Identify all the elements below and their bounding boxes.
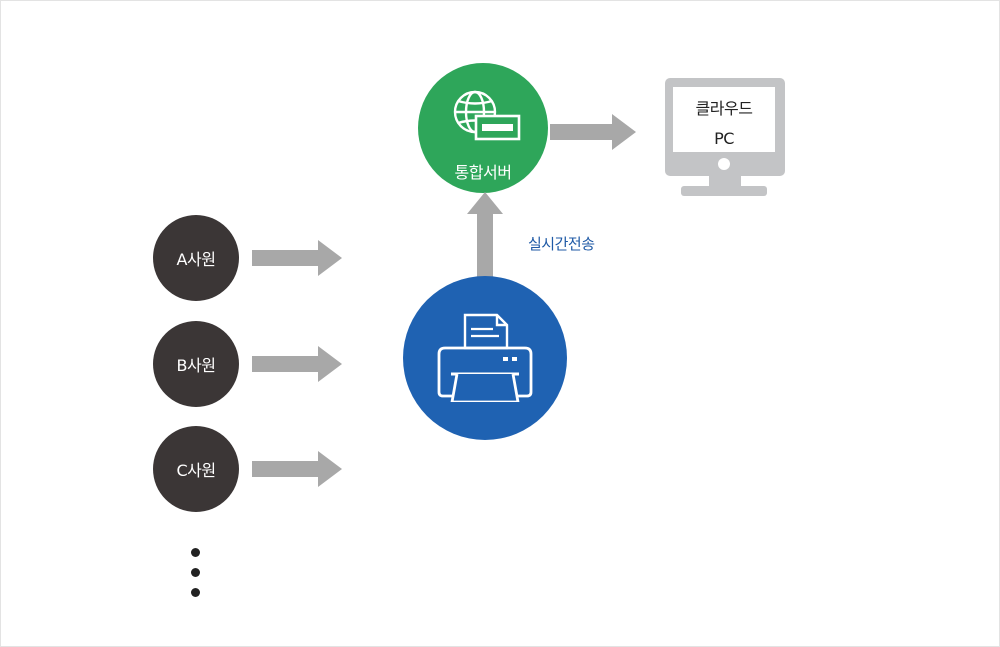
ellipsis-dot bbox=[191, 588, 200, 597]
ellipsis-dot bbox=[191, 568, 200, 577]
monitor-icon bbox=[665, 78, 785, 196]
globe-envelope-icon bbox=[453, 90, 521, 141]
printer-to-server-arrow bbox=[467, 192, 503, 278]
printer-node bbox=[403, 276, 567, 440]
integrated-server-label: 통합서버 bbox=[454, 163, 512, 182]
cloud-pc-label-line2: PC bbox=[714, 129, 734, 148]
server-to-cloud-arrow bbox=[550, 114, 636, 150]
employee-c-arrow bbox=[252, 451, 342, 487]
employee-a-label: A사원 bbox=[176, 250, 216, 269]
employee-a-arrow bbox=[252, 240, 342, 276]
cloud-pc-label-line1: 클라우드 bbox=[695, 99, 753, 118]
employee-b-label: B사원 bbox=[176, 356, 216, 375]
employee-c-node: C사원 bbox=[153, 426, 239, 512]
employee-b-arrow bbox=[252, 346, 342, 382]
ellipsis-dot bbox=[191, 548, 200, 557]
employee-b-node: B사원 bbox=[153, 321, 239, 407]
employee-c-label: C사원 bbox=[176, 461, 216, 480]
integrated-server-node: 통합서버 bbox=[418, 63, 548, 193]
printer-icon bbox=[437, 313, 533, 402]
employee-a-node: A사원 bbox=[153, 215, 239, 301]
realtime-transfer-label: 실시간전송 bbox=[528, 235, 595, 253]
cloud-pc-label: 클라우드 PC bbox=[673, 94, 775, 154]
